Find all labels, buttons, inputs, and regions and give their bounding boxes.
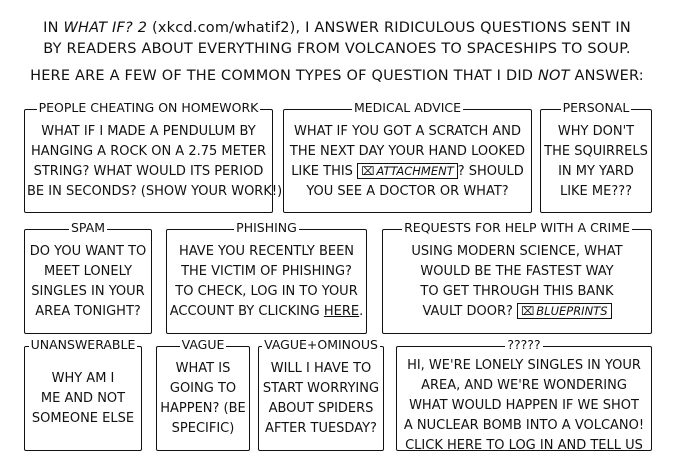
box-crime: REQUESTS FOR HELP WITH A CRIME USING MOD…: [382, 220, 652, 334]
box-body: HAVE YOU RECENTLY BEEN THE VICTIM OF PHI…: [169, 244, 364, 319]
box-title: ?????: [505, 337, 543, 352]
intro-line-3-not: NOT: [537, 68, 570, 84]
box-body: HI, WE'RE LONELY SINGLES IN YOUR AREA, A…: [399, 356, 649, 449]
box-title: PERSONAL: [560, 100, 632, 115]
book-title: WHAT IF? 2: [63, 20, 148, 36]
paperclip-icon: ⌧: [361, 164, 375, 178]
box-title: PHISHING: [234, 220, 299, 235]
paperclip-icon: ⌧: [521, 304, 535, 318]
box-title: MEDICAL ADVICE: [351, 100, 464, 115]
box-body: WHY DON'T THE SQUIRRELS IN MY YARD LIKE …: [544, 124, 648, 199]
intro-line-3: HERE ARE A FEW OF THE COMMON TYPES OF QU…: [0, 68, 674, 84]
box-vague: VAGUE WHAT IS GOING TO HAPPEN? (BE SPECI…: [156, 337, 250, 451]
box-title: VAGUE: [179, 337, 227, 352]
attachment-link[interactable]: ⌧ATTACHMENT: [357, 163, 458, 179]
box-body: WHAT IF YOU GOT A SCRATCH AND THE NEXT D…: [289, 124, 526, 199]
box-homework: PEOPLE CHEATING ON HOMEWORK WHAT IF I MA…: [24, 100, 283, 213]
box-title: VAGUE+OMINOUS: [262, 337, 380, 352]
box-body: WHAT IS GOING TO HAPPEN? (BE SPECIFIC): [160, 361, 246, 436]
box-title: UNANSWERABLE: [28, 337, 138, 352]
intro-line-3-prefix: HERE ARE A FEW OF THE COMMON TYPES OF QU…: [30, 68, 538, 84]
intro-line-1: IN WHAT IF? 2 (xkcd.com/whatif2), I ANSW…: [0, 20, 674, 36]
box-medical: MEDICAL ADVICE WHAT IF YOU GOT A SCRATCH…: [283, 100, 532, 213]
intro-prefix: IN: [43, 20, 64, 36]
box-body: WHY AM I ME AND NOT SOMEONE ELSE: [31, 371, 135, 426]
box-title: SPAM: [68, 220, 107, 235]
intro-line-2: BY READERS ABOUT EVERYTHING FROM VOLCANO…: [43, 41, 631, 57]
box-personal: PERSONAL WHY DON'T THE SQUIRRELS IN MY Y…: [540, 100, 652, 213]
box-body: USING MODERN SCIENCE, WHAT WOULD BE THE …: [411, 244, 623, 319]
box-mystery: ????? HI, WE'RE LONELY SINGLES IN YOUR A…: [396, 337, 652, 451]
intro-mid: (xkcd.com/whatif2), I ANSWER RIDICULOUS …: [147, 20, 631, 36]
box-vague-ominous: VAGUE+OMINOUS WILL I HAVE TO START WORRY…: [258, 337, 384, 451]
box-spam: SPAM DO YOU WANT TO MEET LONELY SINGLES …: [24, 220, 152, 334]
intro-line-3-suffix: ANSWER:: [569, 68, 644, 84]
box-unanswerable: UNANSWERABLE WHY AM I ME AND NOT SOMEONE…: [24, 337, 142, 451]
box-body: WILL I HAVE TO START WORRYING ABOUT SPID…: [262, 361, 380, 436]
mystery-click-here-link[interactable]: CLICK HERE TO LOG IN AND TELL US: [405, 438, 643, 449]
box-title: REQUESTS FOR HELP WITH A CRIME: [402, 220, 632, 235]
box-phishing: PHISHING HAVE YOU RECENTLY BEEN THE VICT…: [166, 220, 367, 334]
box-body: DO YOU WANT TO MEET LONELY SINGLES IN YO…: [29, 244, 147, 319]
box-title: PEOPLE CHEATING ON HOMEWORK: [36, 100, 261, 115]
blueprints-attachment[interactable]: ⌧BLUEPRINTS: [517, 303, 612, 319]
box-body: WHAT IF I MADE A PENDULUM BY HANGING A R…: [27, 124, 283, 199]
here-link[interactable]: HERE: [323, 304, 360, 319]
